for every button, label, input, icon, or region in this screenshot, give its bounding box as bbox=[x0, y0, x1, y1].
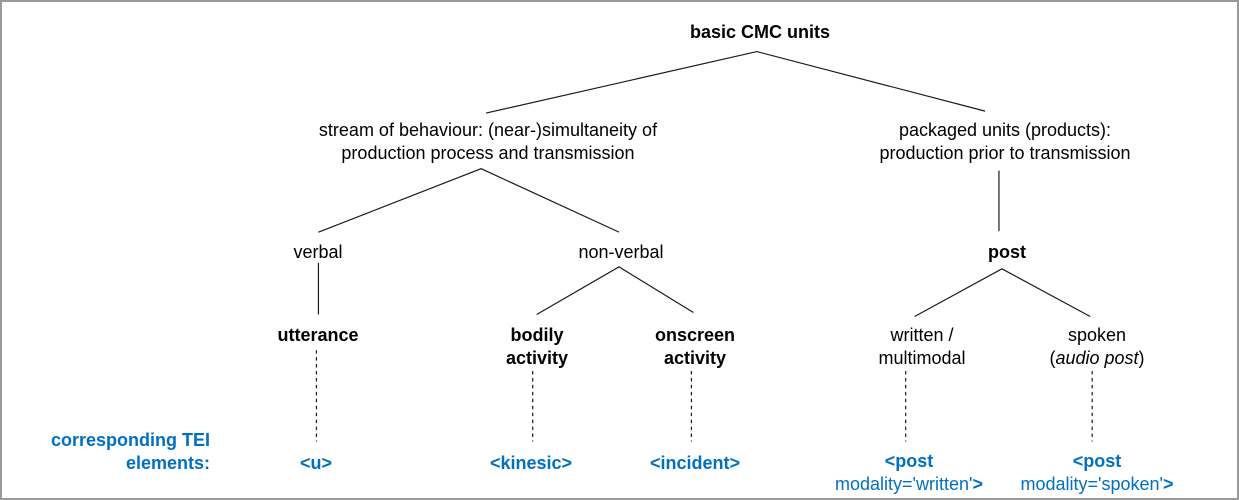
node-onscreen-activity: onscreen activity bbox=[655, 324, 735, 370]
node-packaged-units: packaged units (products): production pr… bbox=[879, 119, 1130, 165]
node-spoken-line1: spoken bbox=[1067, 325, 1127, 345]
tei-caption-line2: elements: bbox=[125, 453, 210, 473]
node-bodily-line1: bodily bbox=[510, 325, 564, 345]
node-post: post bbox=[988, 242, 1026, 262]
node-written-multimodal: written / multimodal bbox=[878, 324, 965, 370]
node-spoken-audio-post: spoken (audio post) bbox=[1049, 324, 1144, 370]
node-utterance: utterance bbox=[277, 325, 359, 345]
node-packaged-line1: packaged units (products): bbox=[898, 120, 1112, 140]
node-onscreen-line2: activity bbox=[663, 348, 727, 368]
node-bodily-line2: activity bbox=[505, 348, 569, 368]
tei-element-post-spoken: <post modality='spoken'> bbox=[1021, 450, 1174, 496]
node-written-line2: multimodal bbox=[878, 348, 966, 368]
tei-element-post-written: <post modality='written'> bbox=[835, 450, 983, 496]
tei-element-kinesic: <kinesic> bbox=[489, 453, 573, 473]
tei-element-incident: <incident> bbox=[649, 453, 741, 473]
tei-post-spoken-line2: modality='spoken'> bbox=[1020, 474, 1174, 494]
tei-post-written-line1: <post bbox=[884, 451, 934, 471]
node-stream-line1: stream of behaviour: (near-)simultaneity… bbox=[318, 120, 658, 140]
node-non-verbal: non-verbal bbox=[578, 242, 664, 262]
tei-element-u: <u> bbox=[299, 453, 333, 473]
node-basic-cmc-units: basic CMC units bbox=[689, 22, 831, 42]
node-bodily-activity: bodily activity bbox=[506, 324, 568, 370]
tei-post-written-line2: modality='written'> bbox=[835, 474, 983, 494]
audio-post-italic: audio post bbox=[1055, 348, 1139, 368]
node-packaged-line2: production prior to transmission bbox=[879, 143, 1131, 163]
node-written-line1: written / bbox=[890, 325, 954, 345]
node-stream-line2: production process and transmission bbox=[341, 143, 635, 163]
node-spoken-line2: (audio post) bbox=[1049, 348, 1145, 368]
tei-caption-line1: corresponding TEI bbox=[50, 430, 210, 450]
tei-caption: corresponding TEI elements: bbox=[51, 429, 210, 475]
node-stream-of-behaviour: stream of behaviour: (near-)simultaneity… bbox=[319, 119, 657, 165]
tei-post-spoken-line1: <post bbox=[1072, 451, 1122, 471]
node-verbal: verbal bbox=[293, 242, 343, 262]
node-onscreen-line1: onscreen bbox=[654, 325, 736, 345]
